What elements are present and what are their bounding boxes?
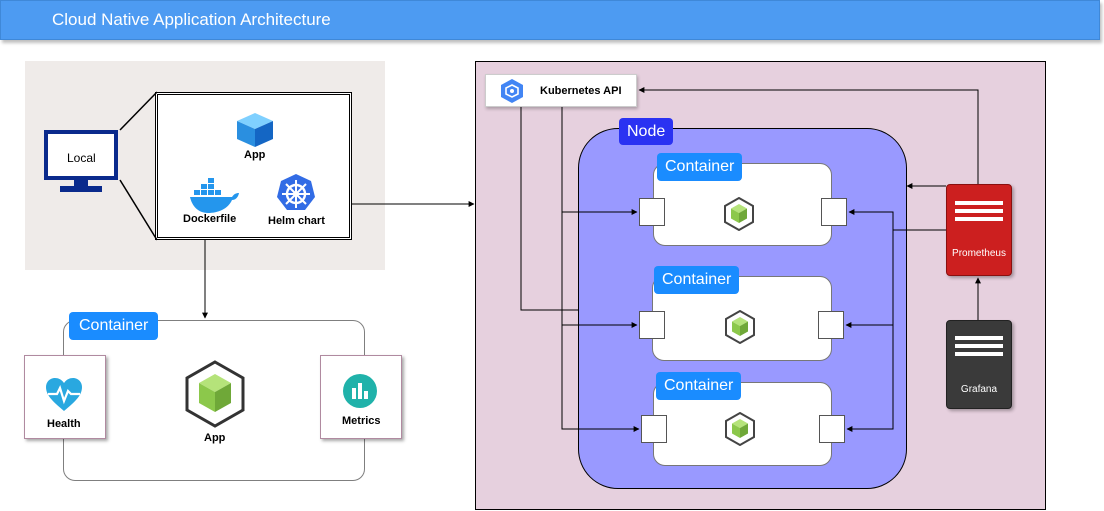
nodejs-hex-icon [185, 360, 245, 428]
nodejs-small-icon [725, 412, 755, 446]
node-container-title: Container [654, 266, 740, 294]
title-bar [0, 0, 1100, 40]
container-app-label: App [204, 432, 226, 444]
container-port-right [818, 311, 844, 339]
kubernetes-api-label: Kubernetes API [540, 85, 622, 97]
page-title: Cloud Native Application Architecture [52, 10, 331, 29]
prometheus-bar [955, 201, 1003, 205]
helm-icon [277, 174, 315, 210]
container-port-right [819, 415, 845, 443]
node-title: Node [619, 118, 674, 145]
kubernetes-api-icon [501, 79, 523, 103]
nodejs-small-icon [724, 197, 754, 231]
health-label: Health [47, 418, 81, 430]
node-container-title: Container [657, 153, 743, 181]
dockerfile-label: Dockerfile [183, 213, 237, 225]
grafana-bar [955, 352, 1003, 356]
local-label: Local [67, 151, 96, 165]
grafana-bar [955, 344, 1003, 348]
local-container-title: Container [69, 312, 159, 340]
container-port-right [821, 198, 847, 226]
prometheus-box [946, 184, 1012, 276]
monitor-icon [44, 130, 118, 192]
app-cube-icon [237, 113, 273, 147]
node-container-title: Container [656, 372, 742, 400]
prometheus-label: Prometheus [952, 248, 1006, 259]
zoom-connectors [119, 91, 158, 241]
grafana-label: Grafana [960, 384, 998, 395]
container-port-left [639, 311, 665, 339]
metrics-chart-icon [343, 374, 377, 408]
helm-chart-label: Helm chart [268, 215, 325, 227]
grafana-box [946, 320, 1012, 409]
grafana-bar [955, 336, 1003, 340]
bundle-app-label: App [244, 149, 266, 161]
docker-icon [190, 178, 239, 213]
heart-pulse-icon [46, 378, 82, 411]
nodejs-small-icon [725, 310, 755, 344]
container-port-left [639, 198, 665, 226]
prometheus-bar [955, 209, 1003, 213]
metrics-label: Metrics [342, 415, 381, 427]
prometheus-bar [955, 217, 1003, 221]
container-port-left [641, 415, 667, 443]
